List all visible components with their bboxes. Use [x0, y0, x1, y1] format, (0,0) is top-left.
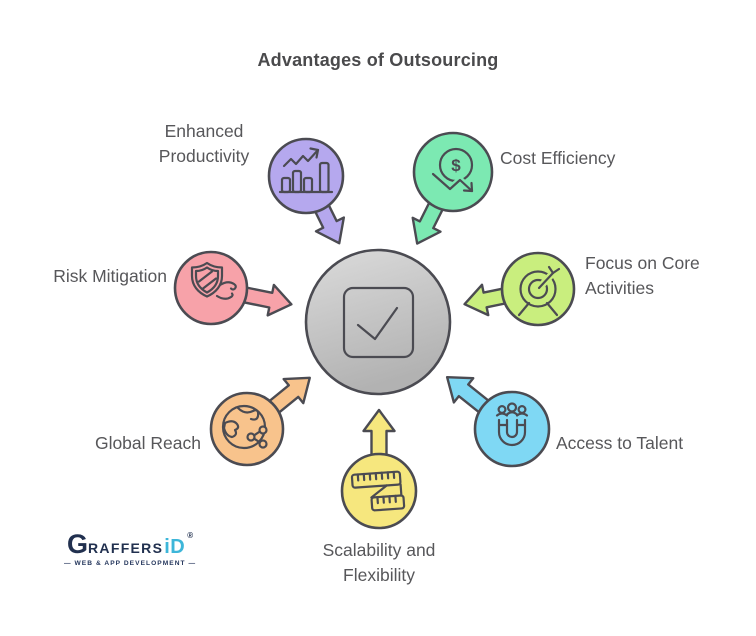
dollar-decline-icon: $ [429, 147, 476, 195]
label-cost-efficiency: Cost Efficiency [500, 148, 616, 168]
circle-enhanced-productivity [267, 137, 345, 215]
node-focus-core [463, 251, 576, 327]
node-enhanced-productivity [267, 137, 346, 245]
shield-wind-icon [190, 261, 237, 300]
node-risk-mitigation [173, 250, 293, 326]
globe-network-icon [221, 404, 268, 450]
label-risk-mitigation: Risk Mitigation [53, 266, 167, 286]
dollar-glyph: $ [451, 156, 461, 175]
circle-access-talent [473, 390, 551, 468]
label-scalability: Scalability and Flexibility [322, 540, 436, 585]
logo-id: iD [164, 536, 186, 558]
logo-letter-g: G [67, 529, 89, 559]
center-circle [304, 248, 452, 396]
logo-wordmark: G RAFFERS iD ® [64, 531, 196, 559]
logo-tagline: — WEB & APP DEVELOPMENT — [64, 560, 197, 567]
center-node [304, 248, 452, 396]
graffersid-logo: G RAFFERS iD ® — WEB & APP DEVELOPMENT — [64, 531, 197, 568]
node-access-talent [445, 376, 551, 468]
bar-chart-growth-icon [278, 147, 334, 194]
circle-global-reach [209, 391, 285, 467]
node-scalability [340, 408, 418, 530]
magnet-people-icon [495, 402, 529, 447]
label-enhanced-productivity: Enhanced Productivity [158, 121, 250, 166]
node-global-reach [209, 376, 311, 467]
node-cost-efficiency: $ [411, 131, 494, 245]
logo-raffers: RAFFERS [88, 540, 164, 556]
label-global-reach: Global Reach [94, 433, 201, 453]
measuring-tape-icon [350, 470, 406, 512]
label-focus-core: Focus on Core Activities [585, 253, 700, 298]
page-title: Advantages of Outsourcing [257, 50, 499, 70]
registered-mark-icon: ® [187, 531, 194, 540]
label-access-talent: Access to Talent [556, 433, 684, 453]
checkmark-box-icon [342, 286, 415, 359]
target-dart-icon [517, 265, 561, 317]
